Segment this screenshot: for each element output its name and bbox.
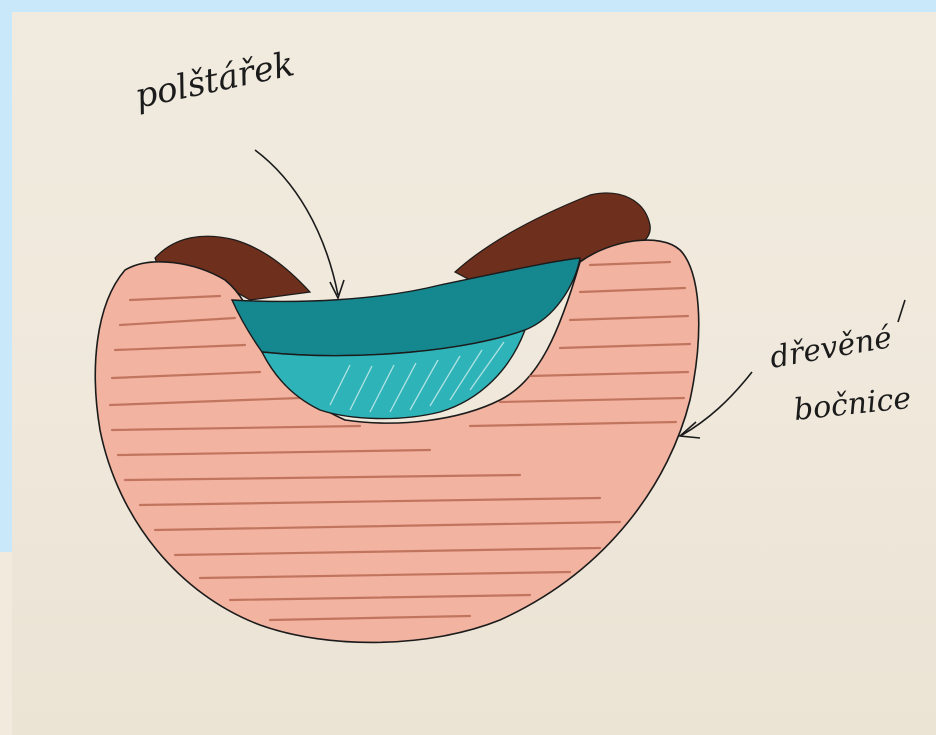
label-sides-line1: dřevěné bbox=[767, 320, 894, 376]
label-sides-line2: bočnice bbox=[792, 381, 913, 428]
label-cushion: polštářek bbox=[132, 44, 298, 117]
tick-mark bbox=[898, 300, 905, 322]
